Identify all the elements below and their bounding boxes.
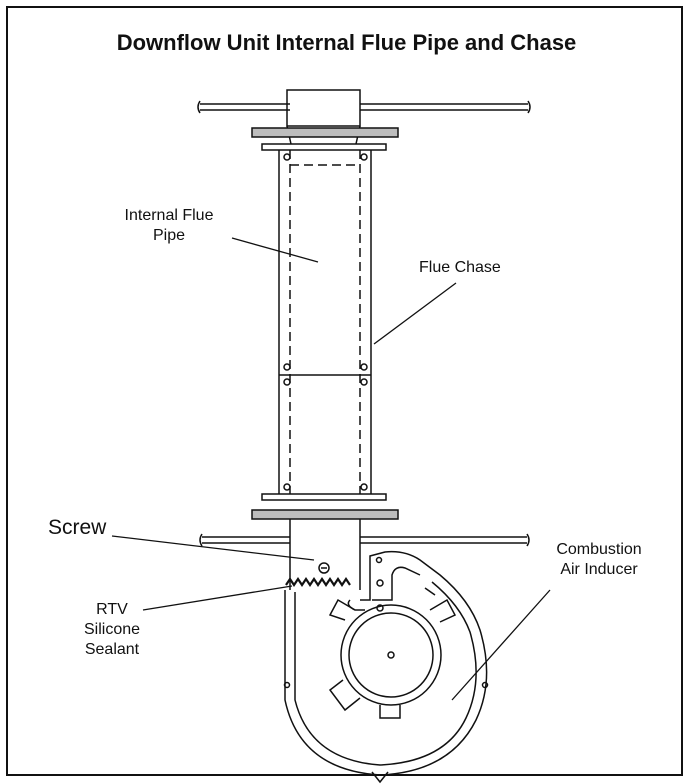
screw-label: Screw [48,516,107,539]
top-collar [286,89,361,127]
rtv-sealant-bead [285,577,351,587]
internal-flue-pipe [289,150,361,494]
rtv-label-line3: Sealant [85,641,140,658]
inducer-label-line2: Air Inducer [560,561,638,578]
diagram-title: Downflow Unit Internal Flue Pipe and Cha… [116,30,577,55]
combustion-air-inducer [283,550,489,784]
rtv-label-line2: Silicone [84,621,140,638]
internal-flue-pipe-label-line1: Internal Flue [125,207,214,224]
internal-flue-pipe-label-line2: Pipe [153,227,185,244]
top-panel [197,100,531,114]
inducer-label-line1: Combustion [556,541,641,558]
pipe-screw [318,562,330,574]
leader-lines [111,237,551,701]
bottom-panel [199,533,530,547]
chase-screws [283,153,368,491]
rtv-label-line1: RTV [96,601,128,618]
flue-chase [278,150,372,494]
flue-chase-label: Flue Chase [419,259,501,276]
top-flange-plate [251,127,399,138]
bottom-flange-plate [251,509,399,520]
